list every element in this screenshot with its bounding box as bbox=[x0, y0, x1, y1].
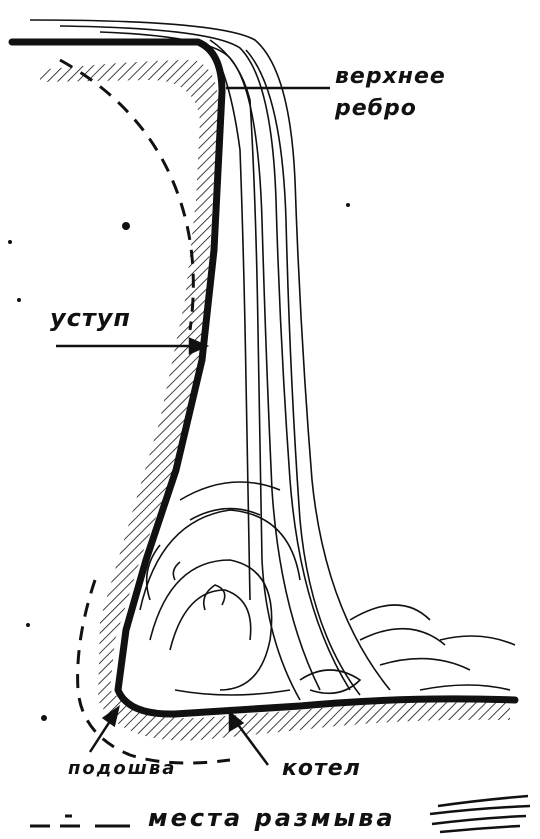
label-top-edge-line2: ребро bbox=[335, 96, 417, 121]
erosion-dashed-arc-top bbox=[60, 60, 193, 330]
legend-water-symbol bbox=[430, 796, 530, 832]
turbulence-swirls bbox=[140, 482, 515, 695]
label-cauldron: котел bbox=[282, 756, 361, 781]
cliff-profile bbox=[12, 42, 515, 714]
label-ledge: уступ bbox=[50, 304, 131, 332]
label-top-edge-line1: верхнее bbox=[335, 64, 446, 89]
leader-base bbox=[90, 718, 112, 752]
label-base: подошва bbox=[68, 758, 176, 779]
label-leaders bbox=[56, 88, 330, 765]
legend-erosion-text: места размыва bbox=[148, 804, 396, 832]
legend-dashed-symbol bbox=[30, 816, 130, 826]
